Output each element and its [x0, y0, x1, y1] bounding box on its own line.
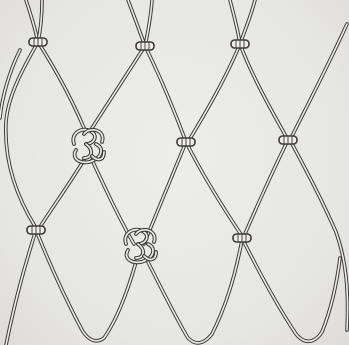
cord-top-2a: [128, 0, 145, 46]
cord-2-left: [92, 46, 145, 128]
binding-knot-1: [29, 38, 47, 46]
cord-4-down-right: [186, 142, 242, 236]
cord-top-3a: [230, 0, 240, 44]
cord-1-right: [38, 42, 84, 128]
cord-7-down-right: [242, 238, 340, 341]
cord-3-right: [240, 44, 288, 140]
binding-knot-4: [177, 138, 195, 146]
cord-top-3b: [240, 0, 255, 44]
cord-B-down-right: [148, 240, 242, 343]
cord-top-1a: [26, 0, 38, 42]
binding-knot-3: [231, 40, 249, 48]
net-knots: [73, 130, 156, 263]
clove-knot-upper: [73, 130, 104, 163]
cord-A-down-left: [38, 160, 84, 230]
binding-knot-7: [233, 234, 251, 242]
cord-right-edge-2: [290, 140, 348, 330]
cord-5-down-left: [244, 140, 288, 236]
cord-2-right: [145, 46, 186, 142]
cord-6-down-right: [36, 230, 136, 341]
cord-top-1b: [38, 0, 42, 42]
binding-knot-6: [27, 226, 45, 234]
cord-right-edge: [290, 24, 347, 140]
cord-6-down-left: [6, 230, 36, 345]
cord-4-down-left: [144, 142, 186, 244]
binding-knot-5: [279, 136, 297, 144]
binding-knot-2: [136, 42, 154, 50]
cord-top-2b: [145, 0, 152, 46]
cord-3-left: [188, 44, 240, 142]
